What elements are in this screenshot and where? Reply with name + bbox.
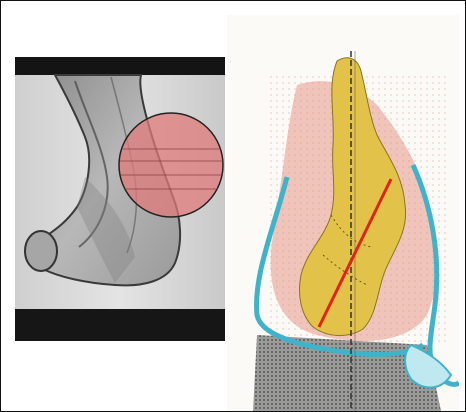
drawing-svg xyxy=(227,15,459,411)
film-top-band xyxy=(15,57,225,75)
xray-photograph xyxy=(15,57,225,341)
heel-bulge xyxy=(25,231,57,271)
highlight-circle xyxy=(119,113,223,217)
film-bottom-band xyxy=(15,309,225,341)
anatomical-drawing xyxy=(227,15,459,411)
xray-svg xyxy=(15,57,225,341)
